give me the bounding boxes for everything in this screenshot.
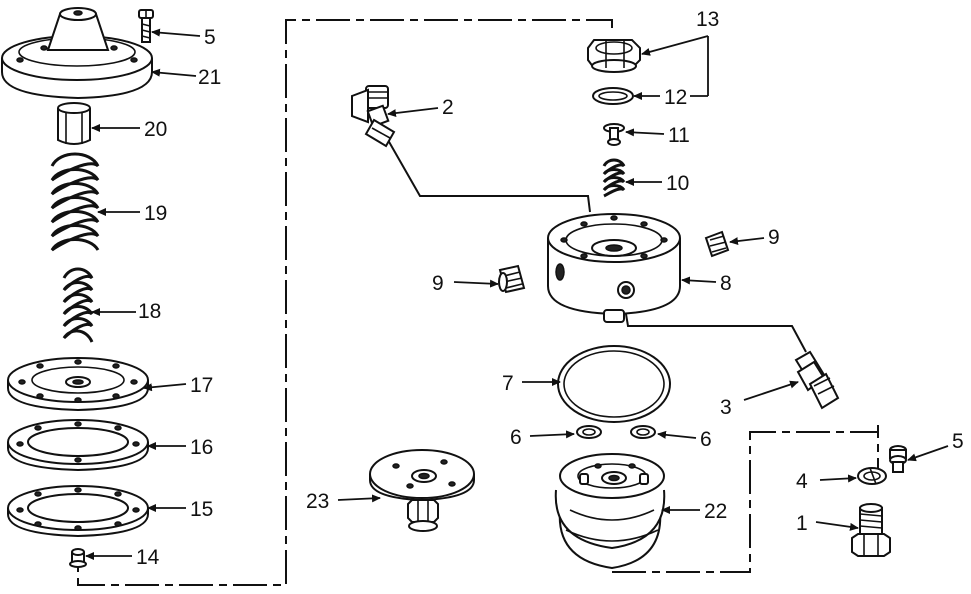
part-12-o-ring [592, 87, 634, 105]
label-18: 18 [138, 300, 161, 323]
label-14: 14 [136, 546, 160, 569]
label-12: 12 [664, 86, 687, 109]
part-9-plug-right [704, 230, 730, 258]
label-8: 8 [720, 272, 732, 295]
part-11-valve [603, 123, 625, 146]
part-18-small-spring [62, 267, 94, 343]
label-13: 13 [696, 8, 719, 31]
label-5-bottom: 5 [952, 430, 964, 453]
part-2-elbow-fitting [351, 85, 396, 148]
label-5-top: 5 [204, 26, 216, 49]
part-16-gasket [7, 419, 149, 472]
label-9-right: 9 [768, 226, 780, 249]
part-3-straight-fitting [794, 350, 840, 410]
part-6-washer-left [576, 425, 602, 439]
label-22: 22 [704, 500, 727, 523]
label-6-left: 6 [510, 426, 522, 449]
label-6-right: 6 [700, 428, 712, 451]
label-2: 2 [442, 96, 454, 119]
part-9-plug-left [498, 264, 526, 294]
part-7-large-o-ring [557, 345, 671, 423]
label-23: 23 [306, 490, 329, 513]
part-4-lock-washer [857, 467, 887, 485]
label-19: 19 [144, 202, 167, 225]
part-23-plate [369, 449, 475, 532]
label-3: 3 [720, 396, 732, 419]
label-4: 4 [796, 470, 808, 493]
part-labels: 5 21 20 19 18 17 16 15 14 2 13 12 11 10 … [136, 8, 964, 569]
leader-lines [85, 28, 949, 560]
part-20-sleeve [57, 102, 91, 145]
part-6-washer-right [630, 425, 656, 439]
part-22-base [554, 453, 666, 570]
part-5-screw-bottom [889, 445, 907, 473]
label-7: 7 [502, 372, 514, 395]
part-21-cover [0, 7, 153, 100]
part-10-spring [602, 158, 626, 198]
label-11: 11 [668, 124, 690, 147]
label-16: 16 [190, 436, 213, 459]
label-15: 15 [190, 498, 213, 521]
part-13-hex-nut [587, 39, 641, 73]
label-9-left: 9 [432, 272, 444, 295]
part-1-hex-bolt [851, 503, 891, 557]
part-17-diaphragm [7, 357, 149, 412]
part-14-pin [69, 548, 87, 568]
part-15-gasket [7, 485, 149, 538]
label-20: 20 [144, 118, 167, 141]
label-21: 21 [198, 66, 221, 89]
label-1: 1 [796, 512, 808, 535]
part-8-valve-body [547, 213, 681, 323]
label-10: 10 [666, 172, 689, 195]
label-17: 17 [190, 374, 213, 397]
part-5-screw-top [138, 9, 154, 43]
part-19-large-spring [50, 152, 100, 252]
